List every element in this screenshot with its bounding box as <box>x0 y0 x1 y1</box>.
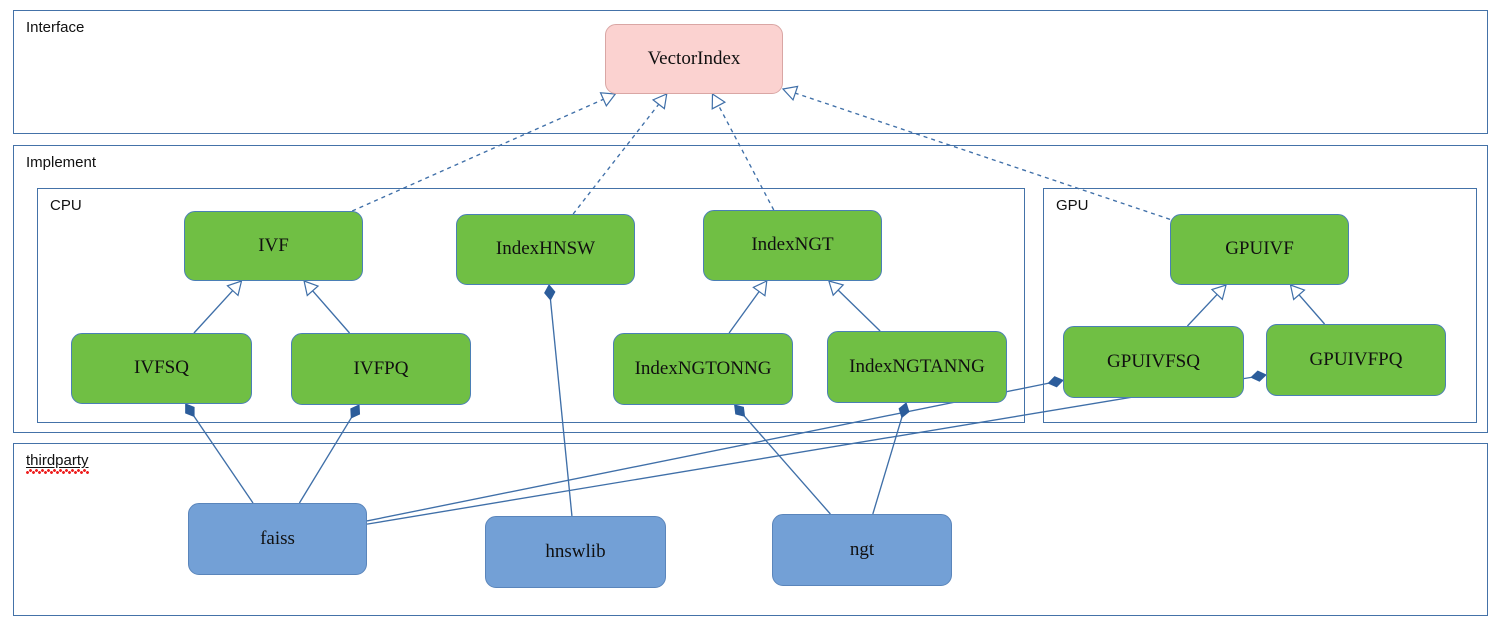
frame-label-implement: Implement <box>26 154 97 171</box>
edge-ivfpq-to-ivf <box>303 280 351 334</box>
class-node-indexhnsw[interactable]: IndexHNSW <box>456 214 635 285</box>
class-node-faiss[interactable]: faiss <box>188 503 367 575</box>
edge-line <box>744 415 831 515</box>
generalization-arrowhead-icon <box>303 280 320 297</box>
edge-ngt-to-indexngtanng <box>872 402 910 515</box>
frame-label-interface: Interface <box>26 19 85 36</box>
class-node-label: ngt <box>849 538 875 560</box>
generalization-arrowhead-icon <box>1289 284 1306 301</box>
class-node-label: IndexNGTONNG <box>634 357 772 379</box>
generalization-arrowhead-icon <box>1210 284 1227 301</box>
edge-line <box>717 105 775 211</box>
edge-line <box>298 417 352 504</box>
edge-line <box>837 289 881 332</box>
generalization-arrowhead-icon <box>827 280 845 297</box>
class-node-label: GPUIVFPQ <box>1309 348 1403 370</box>
class-node-label: IVF <box>258 234 289 256</box>
composition-diamond-icon <box>544 284 556 301</box>
class-node-ivfpq[interactable]: IVFPQ <box>291 333 471 405</box>
class-node-label: IndexNGT <box>751 234 834 256</box>
composition-diamond-icon <box>185 403 195 418</box>
class-node-label: hnswlib <box>545 540 606 562</box>
edge-indexngtanng-to-indexngt <box>827 280 881 332</box>
edge-line <box>312 290 351 334</box>
edge-line <box>572 103 660 215</box>
edge-indexngtonng-to-indexngt <box>728 279 768 334</box>
realization-arrowhead-icon <box>599 92 617 107</box>
generalization-arrowhead-icon <box>752 279 768 297</box>
class-node-label: GPUIVF <box>1225 238 1294 260</box>
edge-line <box>728 291 760 334</box>
edge-line <box>795 92 1171 220</box>
class-node-label: VectorIndex <box>647 47 741 69</box>
edge-line <box>366 376 1252 525</box>
composition-diamond-icon <box>350 404 361 419</box>
frame-label-cpu: CPU <box>50 197 82 214</box>
edge-line <box>1186 293 1218 327</box>
class-node-label: IndexNGTANNG <box>849 355 985 377</box>
edge-line <box>351 98 604 212</box>
edge-faiss-to-gpuivfpq <box>366 370 1267 525</box>
edge-indexhnsw-to-vectorindex <box>572 93 668 215</box>
edge-ngt-to-indexngtonng <box>734 404 831 515</box>
edge-gpuivfpq-to-gpuivf <box>1289 284 1326 325</box>
edge-gpuivfsq-to-gpuivf <box>1186 284 1227 327</box>
class-node-gpuivfpq[interactable]: GPUIVFPQ <box>1266 324 1446 396</box>
class-node-label: faiss <box>260 527 295 549</box>
edge-faiss-to-ivfsq <box>185 403 254 504</box>
class-node-label: IVFSQ <box>134 357 189 379</box>
edge-ivfsq-to-ivf <box>193 280 243 334</box>
edge-line <box>1298 294 1326 325</box>
realization-arrowhead-icon <box>651 93 668 110</box>
realization-arrowhead-icon <box>711 92 727 110</box>
edge-line <box>549 299 573 517</box>
edge-line <box>193 416 254 504</box>
edge-hnswlib-to-indexhnsw <box>544 284 573 517</box>
class-node-vectorindex[interactable]: VectorIndex <box>605 24 783 94</box>
realization-arrowhead-icon <box>781 85 799 102</box>
edge-line <box>193 290 234 334</box>
class-node-label: IndexHNSW <box>495 238 596 260</box>
class-node-label: IVFPQ <box>353 357 409 379</box>
composition-diamond-icon <box>898 402 910 419</box>
edge-gpuivf-to-vectorindex <box>781 85 1171 220</box>
edge-line <box>872 417 903 515</box>
frame-label-gpu: GPU <box>1056 197 1089 214</box>
generalization-arrowhead-icon <box>226 280 243 297</box>
edge-indexngt-to-vectorindex <box>711 92 775 211</box>
spellcheck-squiggle-icon <box>26 469 89 474</box>
class-node-indexngt[interactable]: IndexNGT <box>703 210 882 281</box>
edge-line <box>366 382 1049 522</box>
frame-implement <box>13 145 1488 433</box>
class-node-indexngtanng[interactable]: IndexNGTANNG <box>827 331 1007 403</box>
frame-gpu <box>1043 188 1477 423</box>
class-node-ngt[interactable]: ngt <box>772 514 952 586</box>
edge-faiss-to-gpuivfsq <box>366 376 1064 522</box>
frame-interface <box>13 10 1488 134</box>
class-node-hnswlib[interactable]: hnswlib <box>485 516 666 588</box>
composition-diamond-icon <box>1250 370 1267 382</box>
edge-ivf-to-vectorindex <box>351 92 617 212</box>
composition-diamond-icon <box>1047 376 1064 388</box>
composition-diamond-icon <box>734 404 746 417</box>
edge-faiss-to-ivfpq <box>298 404 361 504</box>
class-node-label: GPUIVFSQ <box>1107 350 1200 372</box>
frame-cpu <box>37 188 1025 423</box>
class-node-ivf[interactable]: IVF <box>184 211 363 281</box>
class-node-gpuivfsq[interactable]: GPUIVFSQ <box>1063 326 1244 398</box>
class-node-gpuivf[interactable]: GPUIVF <box>1170 214 1349 285</box>
frame-label-thirdparty: thirdparty <box>26 453 89 474</box>
class-node-indexngtonng[interactable]: IndexNGTONNG <box>613 333 793 405</box>
class-node-ivfsq[interactable]: IVFSQ <box>71 333 252 404</box>
